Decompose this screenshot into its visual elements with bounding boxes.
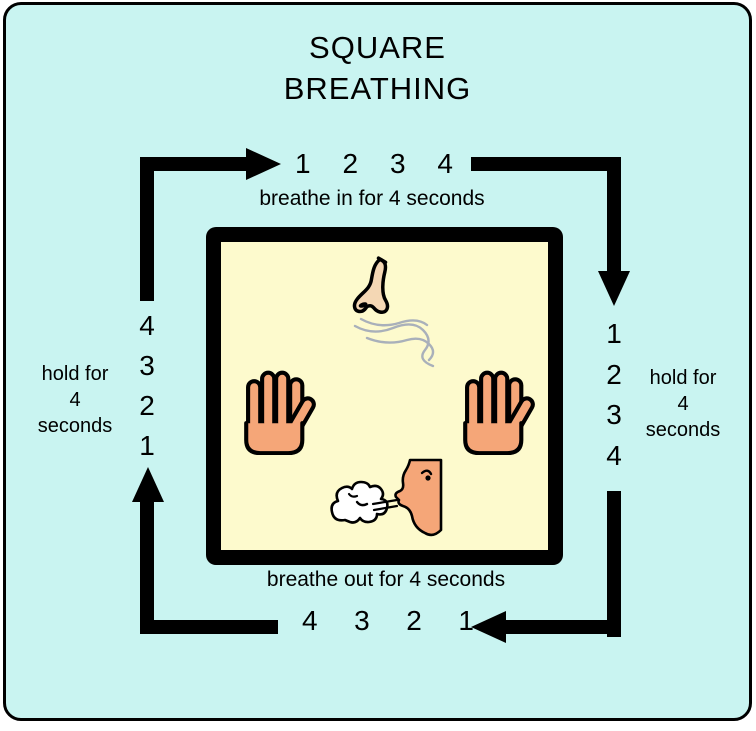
breathe-in-counts: 1 2 3 4 <box>295 148 453 180</box>
count: 4 <box>139 310 155 341</box>
count: 4 <box>606 439 622 471</box>
hold-label-line: seconds <box>645 419 721 441</box>
count: 3 <box>389 148 406 179</box>
breathe-out-label: breathe out for 4 seconds <box>266 568 506 591</box>
hold-label-line: 4 <box>677 393 689 415</box>
count: 2 <box>139 390 155 421</box>
hold-left-label: hold for 4 seconds <box>20 361 130 439</box>
breathe-in-label: breathe in for 4 seconds <box>259 187 485 210</box>
hold-label-line: hold for <box>41 363 109 385</box>
title-line-2: BREATHING <box>283 71 472 106</box>
arrow-bar <box>140 157 154 301</box>
count: 2 <box>406 605 422 636</box>
arrow-bar <box>607 491 621 637</box>
hold-label-line: 4 <box>69 389 81 411</box>
arrowhead-up-icon <box>132 467 164 502</box>
count: 4 <box>302 605 318 636</box>
arrow-bar <box>140 502 154 634</box>
arrow-bar <box>140 157 246 171</box>
arrow-bar <box>607 157 621 271</box>
left-hand-icon <box>240 369 316 455</box>
title-line-1: SQUARE <box>309 30 446 65</box>
count: 1 <box>458 605 474 636</box>
right-hand-icon <box>459 369 535 455</box>
diagram-panel: SQUARE BREATHING 1 2 3 4 breathe in for … <box>3 2 752 721</box>
smoke-wisp-icon <box>349 316 444 372</box>
count: 3 <box>139 350 155 381</box>
nose-icon <box>343 256 393 326</box>
hold-right-label: hold for 4 seconds <box>628 365 738 443</box>
count: 1 <box>606 318 622 349</box>
arrowhead-right-icon <box>246 148 281 180</box>
arrowhead-down-icon <box>598 271 630 306</box>
exhale-group <box>329 458 447 544</box>
count: 1 <box>139 430 155 461</box>
count: 3 <box>606 399 622 431</box>
breathing-illustration-panel <box>206 227 563 565</box>
hold-left-counts: 4 3 2 1 <box>133 311 161 461</box>
hold-label-line: hold for <box>649 367 717 389</box>
hold-label-line: seconds <box>37 415 113 437</box>
count: 3 <box>354 605 370 636</box>
arrow-bar <box>471 157 621 171</box>
arrowhead-left-icon <box>471 611 506 643</box>
arrow-bar <box>140 620 278 634</box>
air-lines <box>371 498 399 512</box>
count: 1 <box>295 148 311 179</box>
page-title: SQUARE BREATHING <box>6 27 749 109</box>
count: 2 <box>606 358 622 390</box>
count: 2 <box>342 148 359 179</box>
blowing-face-icon <box>394 458 443 537</box>
arrow-bar <box>506 620 621 634</box>
breath-cloud-icon <box>330 480 389 524</box>
count: 4 <box>437 148 453 179</box>
hold-right-counts: 1 2 3 4 <box>600 319 628 471</box>
breathe-out-counts: 4 3 2 1 <box>302 605 474 637</box>
